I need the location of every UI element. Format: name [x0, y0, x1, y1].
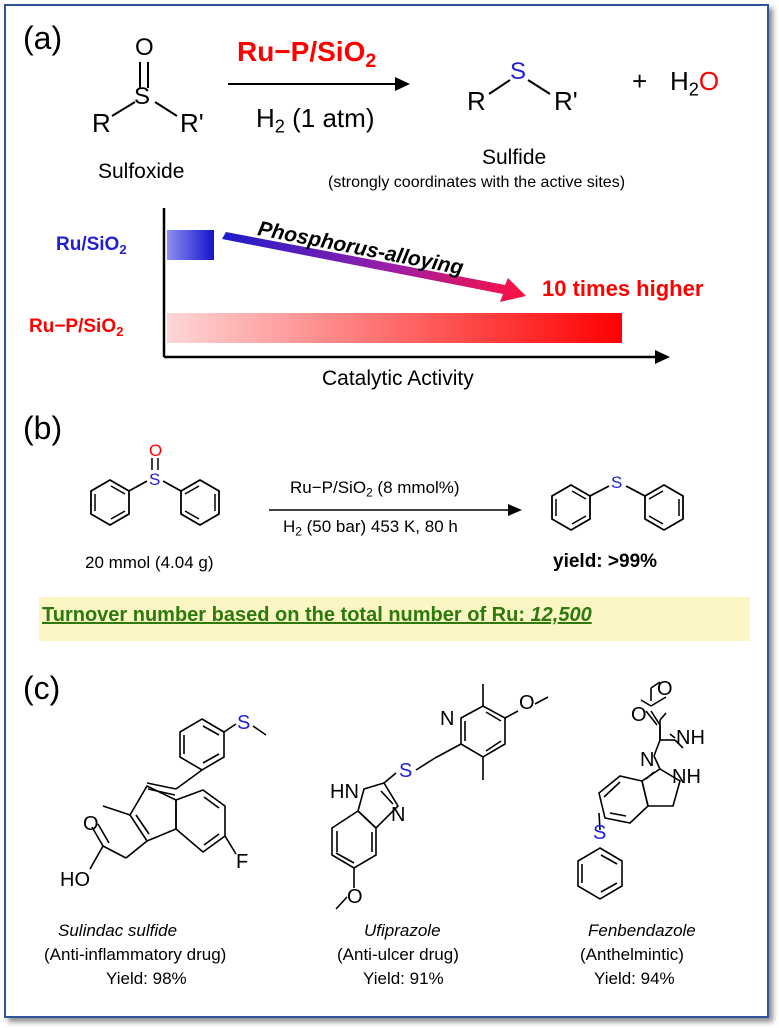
fenbendazole-amide-nh: NH	[676, 727, 705, 749]
panel-b-catalyst: Ru−P/SiO2 (8 mmol%)	[290, 478, 460, 500]
ru-p-sio2-bar	[167, 313, 622, 343]
sulindac-carbonyl-oxygen: O	[83, 813, 99, 835]
fenbendazole-bond	[650, 681, 661, 689]
sulfoxide-r-prime: R'	[180, 108, 204, 138]
sulfide-note: (strongly coordinates with the active si…	[328, 174, 626, 191]
turnover-number-banner	[39, 597, 750, 641]
sulindac-fluorine: F	[236, 851, 249, 873]
reactant-oxygen: O	[149, 441, 163, 460]
fenbendazole-ring-nh: NH	[672, 766, 701, 788]
catalyst-label: Ru−P/SiO2	[237, 36, 377, 72]
sulfide-name: Sulfide	[482, 146, 547, 169]
ufiprazole-pyridine-n: N	[440, 708, 455, 730]
panel-b-conditions: H2 (50 bar) 453 K, 80 h	[283, 517, 458, 539]
fenbendazole-methoxy-o: O	[657, 678, 673, 700]
turnover-number-text: Turnover number based on the total numbe…	[42, 604, 592, 626]
fenbendazole-sulfur: S	[593, 822, 607, 844]
reactant-sulfur: S	[149, 470, 161, 489]
figure-frame	[4, 4, 769, 1018]
fenbendazole-bond	[650, 710, 661, 726]
water-label: H2O	[670, 66, 720, 100]
sulindac-name: Sulindac sulfide	[58, 921, 178, 940]
ru-sio2-label: Ru/SiO2	[56, 234, 127, 257]
ufiprazole-methoxy-o: O	[519, 692, 535, 714]
phosphorus-alloying-arrow	[222, 232, 526, 302]
ufiprazole-sulfur: S	[399, 760, 413, 782]
ufiprazole-name: Ufiprazole	[364, 921, 441, 940]
ru-sio2-bar	[167, 230, 214, 260]
sulindac-hydroxyl: HO	[60, 869, 90, 891]
panel-c-label: (c)	[23, 670, 61, 706]
activity-diagram	[162, 208, 670, 364]
fenbendazole-bond	[669, 733, 676, 739]
fenbendazole-yield: Yield: 94%	[594, 969, 675, 988]
fenbendazole-bond	[645, 710, 658, 726]
fenbendazole-name: Fenbendazole	[588, 921, 696, 940]
panel-a-reaction-bonds	[111, 62, 551, 117]
condition-label: H2 (1 atm)	[256, 103, 375, 137]
catalytic-activity-axis-label: Catalytic Activity	[322, 367, 474, 390]
fenbendazole-use: (Anthelmintic)	[580, 945, 684, 964]
panel-b-label: (b)	[23, 410, 63, 446]
sulfoxide-oxygen: O	[135, 34, 154, 61]
sulfoxide-sulfur: S	[134, 83, 151, 110]
ufiprazole-n: N	[391, 804, 406, 826]
fenbendazole-carbonyl-o: O	[631, 704, 647, 726]
sulindac-use: (Anti-inflammatory drug)	[44, 945, 227, 964]
reactant-amount: 20 mmol (4.04 g)	[85, 553, 214, 572]
panel-a-label: (a)	[23, 20, 63, 56]
product-yield: yield: >99%	[553, 551, 658, 572]
sulindac-yield: Yield: 98%	[106, 969, 187, 988]
ufiprazole-hn: HN	[330, 781, 359, 803]
panel-b-reaction-structures	[90, 458, 684, 532]
ten-times-higher-label: 10 times higher	[542, 276, 704, 301]
sulfide-r: R	[467, 86, 486, 116]
ufiprazole-ome-o: O	[347, 886, 363, 908]
product-sulfur: S	[611, 473, 623, 492]
sulfoxide-r: R	[92, 108, 111, 138]
sulfide-r-prime: R'	[554, 86, 578, 116]
ru-p-sio2-label: Ru−P/SiO2	[29, 316, 124, 339]
fenbendazole-n: N	[640, 749, 655, 771]
ufiprazole-yield: Yield: 91%	[363, 969, 444, 988]
plus-sign: +	[632, 66, 648, 96]
sulindac-sulfur: S	[237, 712, 251, 734]
sulfoxide-name: Sulfoxide	[98, 160, 185, 183]
ufiprazole-use: (Anti-ulcer drug)	[337, 945, 459, 964]
turnover-number-value: 12,500	[530, 604, 592, 626]
sulfide-sulfur: S	[510, 58, 527, 85]
